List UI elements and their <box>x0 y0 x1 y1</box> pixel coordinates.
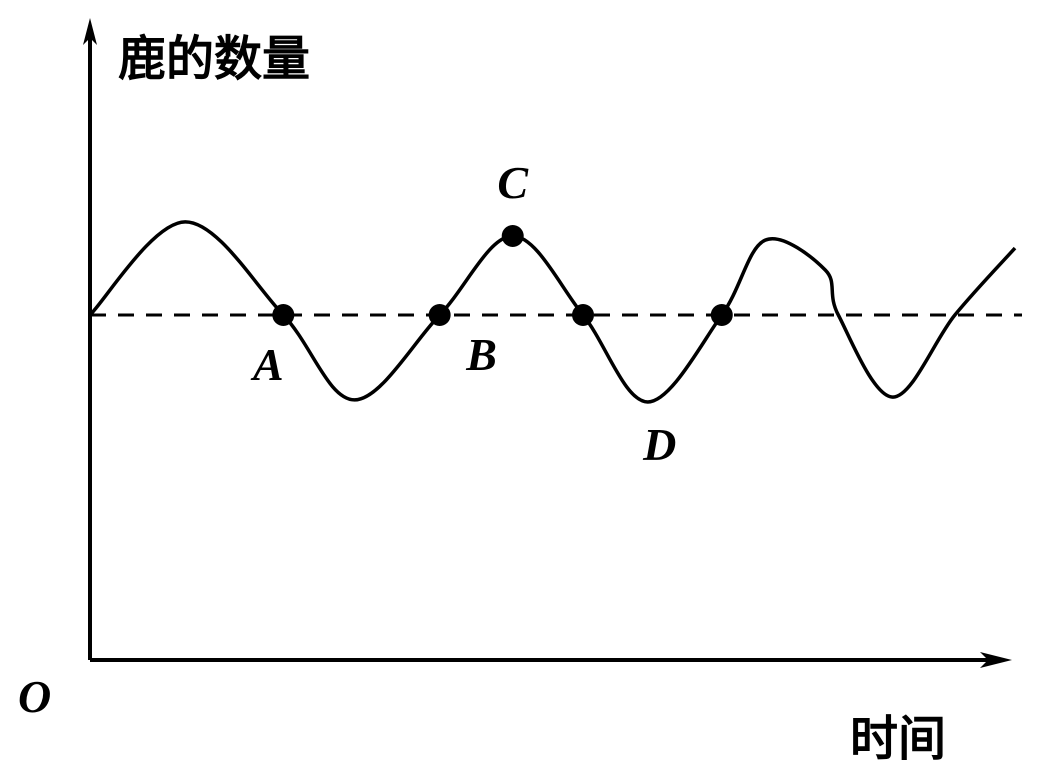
x-axis-arrow-icon <box>980 652 1012 668</box>
point-label-a: A <box>250 339 284 390</box>
origin-label: O <box>18 671 51 722</box>
y-axis-label: 鹿的数量 <box>118 31 310 87</box>
series-line <box>88 220 1017 404</box>
x-axis-label: 时间 <box>850 711 946 767</box>
point-label-b: B <box>465 329 497 380</box>
point-marker-5 <box>710 304 733 326</box>
point-marker-b <box>428 304 451 326</box>
point-label-d: D <box>642 419 676 470</box>
y-axis-arrow-icon <box>83 18 97 45</box>
point-label-c: C <box>497 157 529 208</box>
point-marker-a <box>272 304 295 326</box>
point-marker-c <box>501 224 524 247</box>
point-marker-3 <box>572 304 595 326</box>
